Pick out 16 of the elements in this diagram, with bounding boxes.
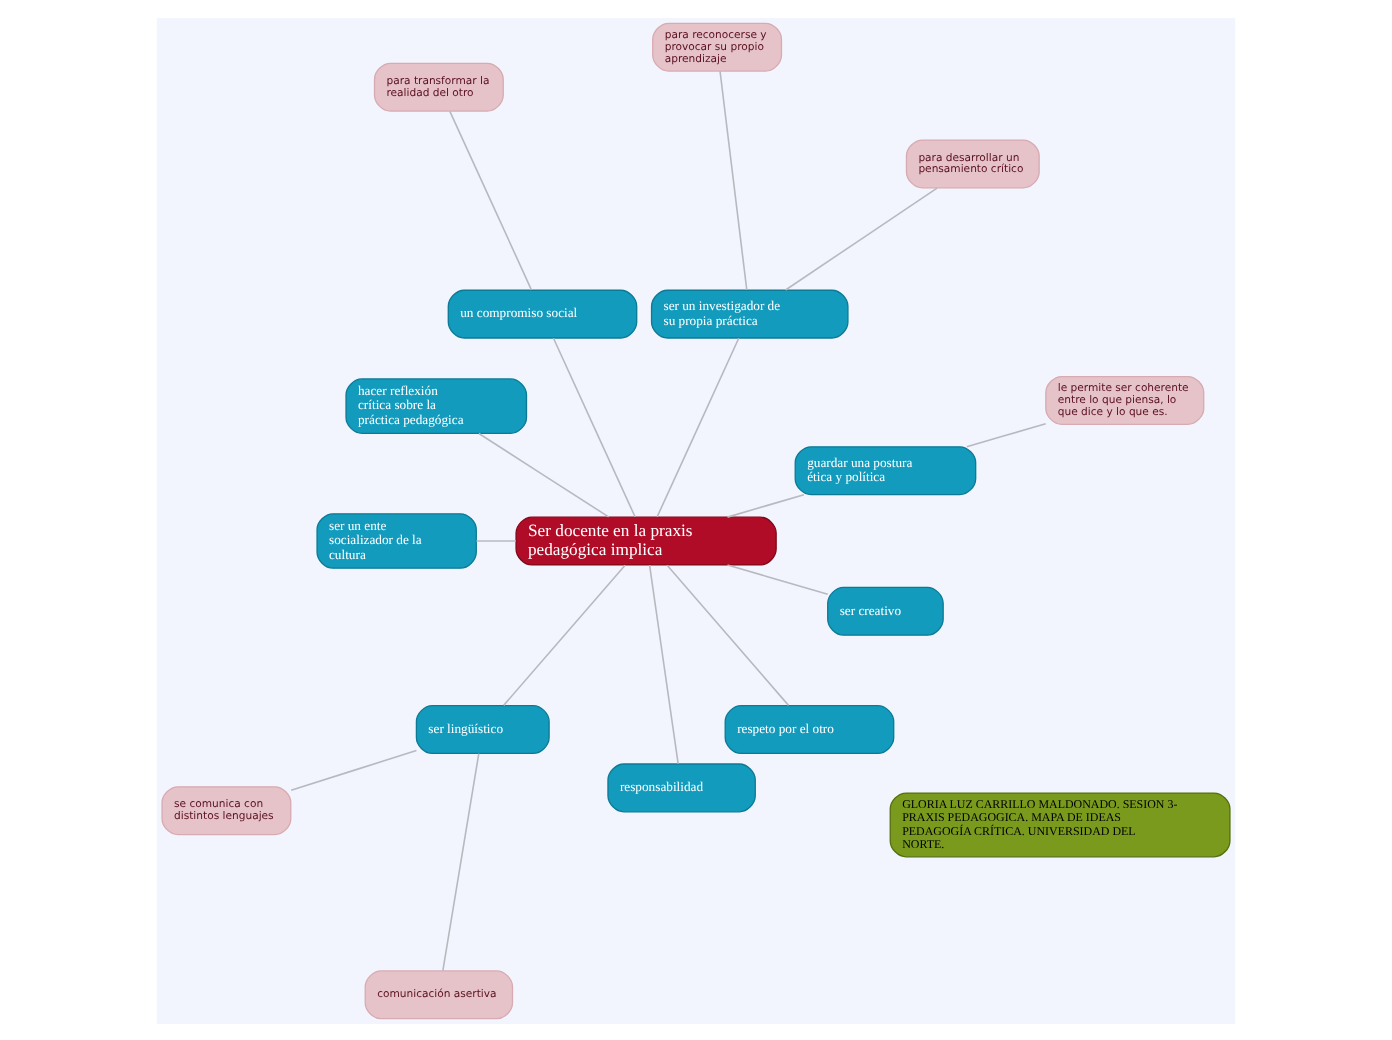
connector <box>966 421 1047 447</box>
connector <box>478 431 610 517</box>
connector <box>784 186 938 290</box>
connector <box>726 492 805 517</box>
connector <box>648 563 679 764</box>
connector <box>552 336 636 517</box>
connector <box>719 69 748 290</box>
connector <box>449 109 533 290</box>
node-box: Ser docente en la praxis pedagógica implica <box>515 515 777 565</box>
connector <box>442 751 480 971</box>
connector <box>666 563 790 706</box>
connector <box>502 563 626 706</box>
connector <box>656 336 740 517</box>
connector <box>726 563 829 595</box>
connector <box>290 748 418 790</box>
connector <box>475 539 517 541</box>
